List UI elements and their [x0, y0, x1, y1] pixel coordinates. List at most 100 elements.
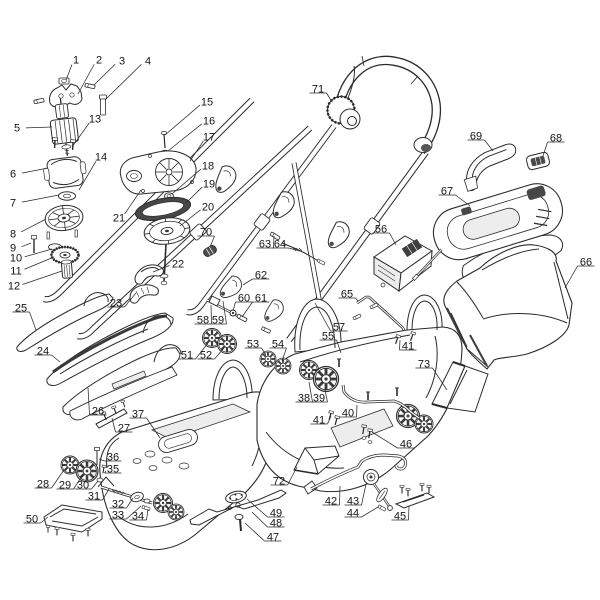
part-number-17: 17 [203, 132, 215, 144]
part-number-49: 49 [270, 508, 282, 520]
part-number-51: 51 [181, 350, 193, 362]
callout-20: 20 [179, 202, 214, 227]
callout-24: 24 [34, 346, 61, 363]
part-number-69: 69 [470, 131, 482, 143]
part-number-43: 43 [347, 496, 359, 508]
callout-59: 59 [209, 300, 227, 327]
callout-36: 36 [98, 452, 122, 464]
callout-63: 63 [256, 235, 275, 251]
part-number-11: 11 [10, 266, 21, 278]
callout-10: 10 [10, 248, 53, 265]
part-number-57: 57 [333, 322, 345, 334]
part-number-71: 71 [312, 84, 324, 96]
fan [44, 204, 84, 232]
callout-57: 57 [314, 302, 348, 334]
callout-51: 51 [178, 342, 209, 362]
part-number-12: 12 [8, 281, 20, 293]
blade-assembly [189, 489, 287, 532]
callout-14: 14 [78, 152, 107, 191]
callout-45: 45 [391, 505, 410, 523]
callout-61: 61 [241, 293, 270, 318]
callout-8: 8 [10, 218, 47, 241]
part-number-52: 52 [200, 350, 212, 362]
callout-50: 50 [23, 514, 49, 526]
part-number-22: 22 [172, 259, 184, 271]
part-number-58: 58 [197, 315, 209, 327]
clip [525, 151, 551, 171]
part-number-19: 19 [203, 179, 215, 191]
part-number-29: 29 [59, 480, 71, 492]
cable-clip [203, 245, 217, 257]
callout-56: 56 [372, 224, 397, 246]
part-number-50: 50 [26, 514, 38, 526]
callout-55: 55 [319, 331, 342, 354]
part-number-20: 20 [202, 202, 214, 214]
brush-holder [49, 83, 83, 108]
part-number-40: 40 [342, 408, 354, 420]
part-number-8: 8 [10, 229, 16, 241]
part-number-59: 59 [212, 315, 224, 327]
part-number-28: 28 [37, 479, 49, 491]
callout-69: 69 [467, 131, 494, 152]
callout-23: 23 [107, 292, 137, 310]
callout-18: 18 [171, 161, 214, 195]
part-number-6: 6 [10, 169, 16, 181]
main-deck [99, 359, 273, 551]
callout-37: 37 [129, 409, 161, 439]
callout-17: 17 [189, 132, 215, 162]
stator [43, 156, 87, 189]
part-number-46: 46 [400, 439, 412, 451]
callout-58: 58 [194, 304, 212, 327]
part-number-3: 3 [119, 56, 125, 68]
callout-42: 42 [322, 485, 341, 508]
part-number-25: 25 [15, 303, 27, 315]
blade-adapter [225, 490, 247, 504]
callout-31: 31 [85, 488, 110, 503]
pinion [60, 259, 74, 279]
part-number-14: 14 [95, 152, 107, 164]
carry-handle [463, 143, 517, 192]
blade-bolt [234, 513, 244, 521]
elbow-piece [134, 264, 164, 285]
callout-7: 7 [10, 194, 60, 210]
part-number-37: 37 [132, 409, 144, 421]
part-number-45: 45 [394, 511, 406, 523]
part-number-44: 44 [347, 508, 359, 520]
part-number-66: 66 [580, 257, 592, 269]
callout-5: 5 [14, 123, 53, 135]
part-number-70: 70 [200, 227, 212, 239]
grass-bag [443, 244, 573, 370]
part-number-16: 16 [203, 116, 215, 128]
callout-38: 38 [295, 381, 313, 405]
front-axle [43, 447, 153, 542]
callout-9: 9 [10, 243, 32, 255]
part-number-5: 5 [14, 123, 20, 135]
callout-49: 49 [246, 498, 285, 520]
callout-66: 66 [564, 257, 595, 289]
strip-27 [95, 408, 128, 429]
part-number-55: 55 [322, 331, 334, 343]
cover-25 [16, 293, 114, 352]
callout-62: 62 [242, 270, 270, 286]
callout-54: 54 [269, 339, 287, 362]
part-number-61: 61 [255, 293, 267, 305]
callout-12: 12 [8, 270, 63, 293]
pulley [143, 217, 191, 245]
callout-22: 22 [152, 259, 184, 273]
callout-26: 26 [87, 387, 107, 418]
part-number-53: 53 [247, 339, 259, 351]
part-number-26: 26 [92, 406, 104, 418]
part-number-27: 27 [118, 423, 130, 435]
callout-39: 39 [310, 389, 328, 405]
armature [49, 98, 79, 156]
bearing-washer [58, 191, 76, 201]
callout-32: 32 [109, 497, 134, 511]
nut [58, 77, 70, 85]
callout-28: 28 [34, 469, 65, 491]
callout-65: 65 [338, 289, 359, 302]
callout-6: 6 [10, 167, 49, 181]
callout-67: 67 [438, 186, 471, 207]
callout-41: 41 [399, 339, 417, 353]
part-number-72: 72 [273, 476, 285, 488]
callout-60: 60 [232, 293, 253, 312]
